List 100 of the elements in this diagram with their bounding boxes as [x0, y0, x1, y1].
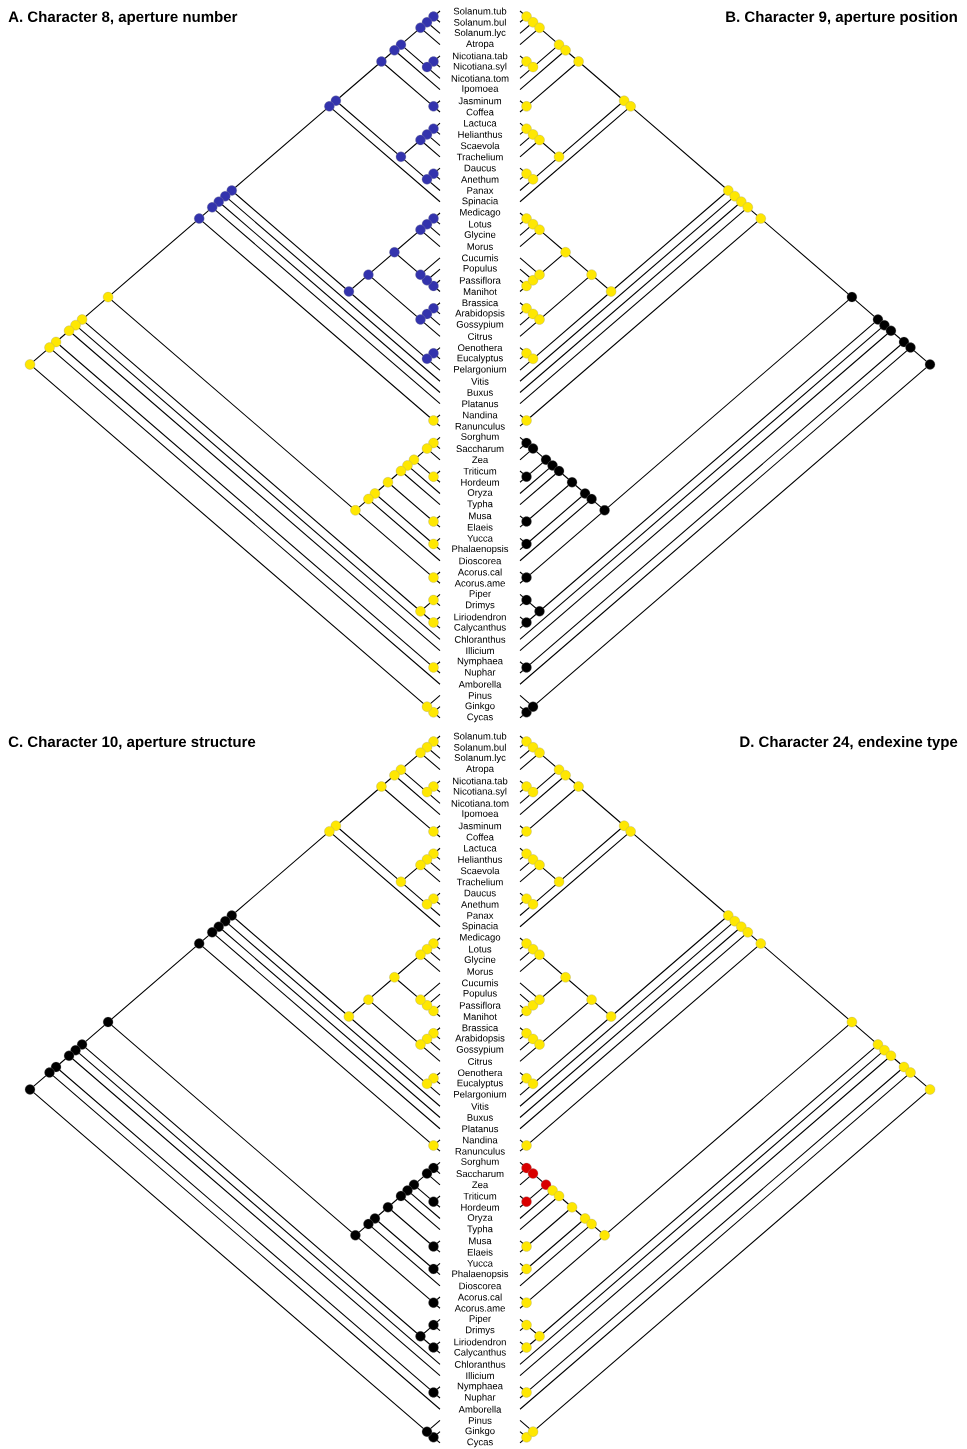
taxon-label: Buxus [466, 1113, 494, 1122]
taxon-label: Nuphar [464, 668, 496, 678]
taxon-label: Ranunculus [454, 1147, 506, 1155]
taxon-label: Solanum.tub [453, 732, 507, 740]
taxon-label: Eucalyptus [456, 354, 504, 364]
taxon-label: Dioscorea [458, 1282, 502, 1290]
taxon-label: Passiflora [458, 276, 502, 285]
taxon-label: Drimys [464, 1325, 496, 1336]
taxon-label: Phalaenopsis [451, 544, 509, 555]
taxon-label: Glycine [463, 955, 497, 966]
taxon-label: Spinacia [461, 922, 499, 932]
taxon-label: Oenothera [457, 343, 503, 352]
taxon-label: Hordeum [460, 478, 500, 487]
taxon-label: Solanum.lyc [453, 753, 507, 764]
taxon-label: Piper [468, 1314, 492, 1325]
taxon-label: Nandina [462, 1136, 498, 1144]
taxon-label: Medicago [459, 208, 501, 218]
taxon-label: Calycanthus [453, 623, 507, 633]
taxon-label: Nicotiana.tom [450, 799, 510, 808]
taxon-label: Pelargonium [453, 365, 507, 375]
panel-title: C. Character 10, aperture structure [8, 736, 256, 750]
taxon-label: Scaevola [460, 866, 500, 875]
taxon-label: Nuphar [464, 1393, 496, 1403]
taxon-label: Calycanthus [453, 1348, 507, 1358]
taxon-label: Drimys [464, 600, 496, 611]
taxon-label: Liriodendron [453, 613, 507, 621]
taxon-label: Cycas [466, 713, 494, 723]
taxon-label: Manihot [462, 1012, 498, 1021]
taxon-label: Musa [468, 512, 492, 520]
taxon-label: Acorus.ame [454, 1304, 506, 1312]
taxon-label: Morus [466, 243, 494, 251]
taxon-label: Nicotiana.syl [452, 787, 508, 797]
taxon-label: Atropa [465, 765, 495, 775]
panel-title: A. Character 8, aperture number [8, 11, 238, 25]
taxon-label: Chloranthus [454, 1360, 506, 1369]
taxon-label: Trachelium [456, 153, 504, 161]
taxon-label: Acorus.cal [457, 568, 503, 576]
taxon-label: Illicium [465, 646, 495, 655]
taxon-label: Citrus [467, 1057, 493, 1066]
taxon-label: Trachelium [456, 878, 504, 886]
taxon-label: Nymphaea [456, 1382, 504, 1392]
taxon-label: Morus [466, 968, 494, 976]
taxon-label: Oryza [467, 488, 493, 499]
taxon-label: Platanus [461, 399, 499, 408]
taxon-label: Typha [466, 1224, 494, 1235]
taxon-label: Citrus [467, 332, 493, 341]
taxon-label: Ranunculus [454, 422, 506, 430]
taxon-label: Solanum.tub [453, 7, 507, 15]
taxon-label: Manihot [462, 287, 498, 296]
taxon-label: Panax [466, 911, 494, 920]
taxon-label: Acorus.cal [457, 1293, 503, 1301]
taxon-label: Spinacia [461, 197, 499, 207]
taxon-label: Helianthus [457, 855, 503, 864]
taxon-label: Sorghum [460, 432, 500, 443]
taxon-label: Coffea [465, 833, 495, 841]
taxon-label: Lactuca [463, 844, 497, 852]
taxon-label: Nicotiana.syl [452, 62, 508, 72]
taxon-label: Daucus [463, 889, 497, 897]
taxon-label: Populus [462, 989, 498, 999]
panel-title: D. Character 24, endexine type [740, 736, 958, 750]
taxon-label: Pinus [467, 691, 493, 700]
taxon-label: Anethum [460, 900, 500, 909]
taxon-label: Anethum [460, 175, 500, 184]
taxon-label: Vitis [470, 1102, 490, 1111]
taxon-label: Amborella [458, 680, 502, 688]
taxon-label: Solanum.lyc [453, 28, 507, 39]
taxon-label: Nymphaea [456, 657, 504, 667]
taxon-label: Zea [471, 456, 489, 464]
taxon-label: Lactuca [463, 119, 497, 127]
taxon-label: Vitis [470, 377, 490, 386]
taxon-label: Nicotiana.tom [450, 74, 510, 83]
taxon-label: Phalaenopsis [451, 1269, 509, 1280]
taxon-label: Cucumis [461, 979, 499, 987]
taxon-label: Pinus [467, 1416, 493, 1425]
taxon-label: Arabidopsis [454, 309, 506, 319]
taxon-label: Medicago [459, 933, 501, 943]
taxon-label: Nicotiana.tab [452, 777, 509, 785]
taxon-label: Populus [462, 264, 498, 274]
taxon-label: Lotus [468, 220, 492, 228]
taxon-label: Eucalyptus [456, 1079, 504, 1089]
taxon-label: Triticum [463, 467, 497, 475]
taxon-label: Saccharum [455, 1169, 505, 1178]
taxon-label: Cucumis [461, 254, 499, 262]
taxon-label: Hordeum [460, 1203, 500, 1212]
taxon-label: Nandina [462, 411, 498, 419]
taxon-label: Gossypium [455, 320, 505, 330]
taxon-label: Elaeis [466, 523, 494, 531]
taxon-label: Oenothera [457, 1068, 503, 1077]
taxon-label: Brassica [461, 1023, 499, 1032]
taxon-label: Illicium [465, 1371, 495, 1380]
taxon-label: Jasminum [458, 822, 502, 830]
taxon-label: Coffea [465, 108, 495, 116]
taxon-label: Helianthus [457, 130, 503, 139]
taxon-label: Atropa [465, 40, 495, 50]
taxon-label: Solanum.bul [453, 743, 507, 751]
taxon-label: Dioscorea [458, 557, 502, 565]
taxon-label: Zea [471, 1181, 489, 1189]
taxon-label: Ipomoea [461, 85, 499, 95]
taxon-label: Glycine [463, 230, 497, 241]
taxon-label: Panax [466, 186, 494, 195]
